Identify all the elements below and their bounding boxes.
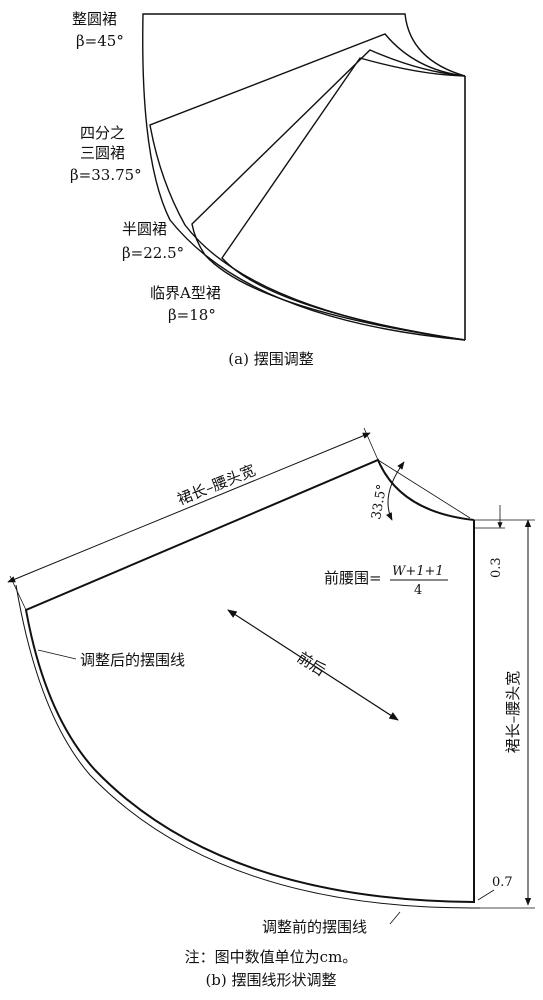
b-waist-denominator: 4 [414,583,422,598]
diagram-a: 整圆裙 β=45° 四分之 三圆裙 β=33.75° 半圆裙 β=22.5° 临… [70,10,466,368]
b-angle-arc [386,461,405,521]
b-direction-label: 前后 [294,648,329,679]
b-angle-leg [377,459,471,519]
b-before-line-label: 调整前的摆围线 [262,918,367,936]
b-offset-bottom-label: 0.7 [492,875,513,890]
b-angle-label: 33.5° [369,483,390,521]
diagram-b: 裙长–腰头宽 33.5° 裙长–腰头宽 0.3 0.7 前腰围= W+1+1 4… [7,427,535,989]
a-label-full-name: 整圆裙 [72,10,117,28]
b-offset-bottom-leader [477,889,495,901]
b-waist-label: 前腰围= [324,569,382,587]
b-waist-numerator: W+1+1 [392,564,444,579]
b-caption: (b) 摆围线形状调整 [205,971,336,989]
a-label-threequarter-name-2: 三圆裙 [80,144,125,162]
a-label-critical-name: 临界A型裙 [150,284,221,302]
b-pattern-outline [24,458,475,904]
a-label-threequarter-angle: β=33.75° [70,166,142,184]
b-note: 注：图中数值单位为cm。 [185,948,358,966]
a-critical-aline-outline [221,57,466,341]
a-label-full-angle: β=45° [76,32,124,50]
b-after-leader [37,649,77,660]
a-full-circle-outline [142,13,466,341]
a-label-critical-angle: β=18° [168,306,216,324]
a-label-half-angle: β=22.5° [122,244,184,262]
b-direction-arrow [227,609,399,721]
b-right-dimension-label: 裙长–腰头宽 [504,671,522,754]
b-before-leader [389,911,401,925]
b-top-dimension-label: 裙长–腰头宽 [175,461,258,509]
a-label-threequarter-name-1: 四分之 [80,124,125,142]
b-offset-top-label: 0.3 [489,557,504,578]
b-top-ext-right [363,427,379,461]
b-after-line-label: 调整后的摆围线 [80,651,185,669]
a-caption: (a) 摆围调整 [228,350,313,368]
a-half-circle-outline [191,49,466,341]
b-top-dimension-line [7,432,371,583]
a-label-half-name: 半圆裙 [122,220,167,238]
b-before-hem-line [15,584,481,909]
b-top-ext-left [9,575,27,611]
